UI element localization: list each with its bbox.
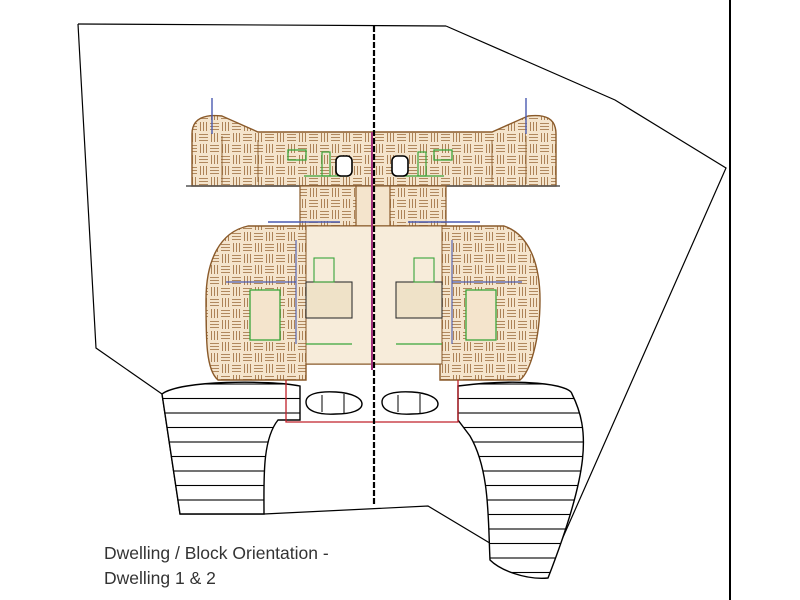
caption-line-2: Dwelling 1 & 2 <box>104 568 216 588</box>
drawing-caption: Dwelling / Block Orientation - Dwelling … <box>104 541 329 591</box>
car-symbol-left <box>305 391 363 415</box>
sheet-border-line <box>729 0 731 600</box>
party-wall <box>371 26 376 506</box>
driveway-hardstanding <box>161 381 585 579</box>
caption-line-1: Dwelling / Block Orientation - <box>104 543 329 563</box>
garage-bays <box>285 380 459 423</box>
car-symbol-right <box>381 391 439 415</box>
